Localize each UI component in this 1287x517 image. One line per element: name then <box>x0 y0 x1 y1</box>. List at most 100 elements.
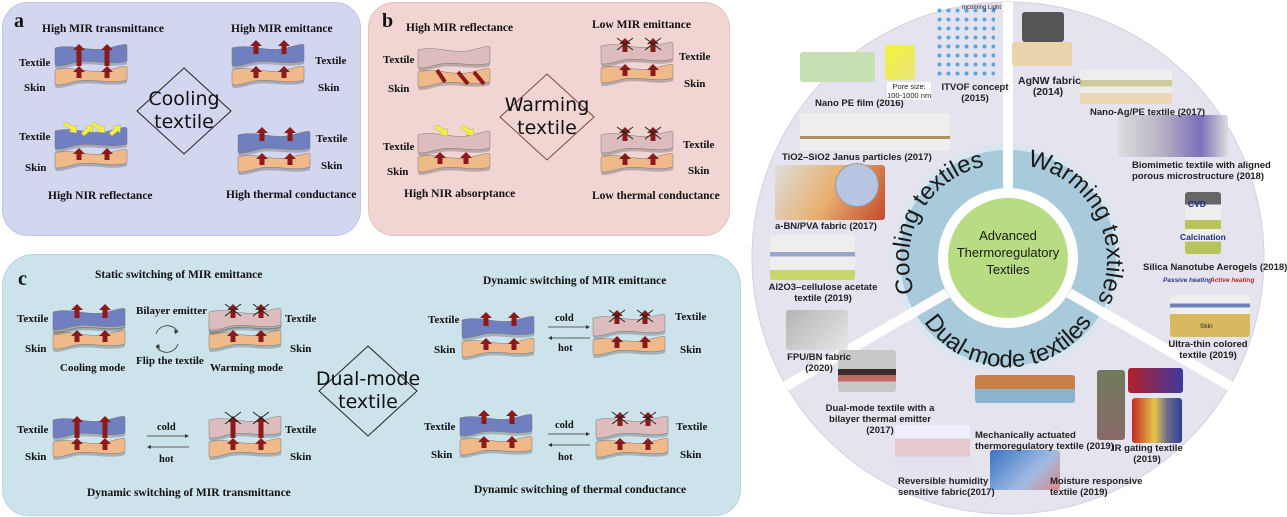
janus-particles-thumbnail <box>800 113 950 151</box>
item-year: (2019) <box>1133 454 1161 465</box>
hot-arrowhead <box>548 443 552 447</box>
title-line: textile <box>154 111 214 133</box>
textile-label: Textile <box>19 131 51 143</box>
hot-label: hot <box>558 452 573 463</box>
divider-right <box>1066 288 1233 391</box>
item-name: FPU/BN fabric <box>787 352 851 363</box>
fpu-bn-thumbnail <box>786 310 848 350</box>
cold-arrowhead <box>586 325 590 329</box>
cold-label: cold <box>157 422 176 433</box>
biomimetic-label: Biomimetic textile with aligned porous m… <box>1132 160 1271 182</box>
cold-label: cold <box>555 420 574 431</box>
blocked-cross <box>252 411 270 425</box>
heat-arrow-lower <box>256 153 268 165</box>
reflected-heat-arrow <box>472 70 486 86</box>
pore-size-note: Pore size: 100-1000 nm <box>887 82 932 100</box>
heat-arrow-through <box>73 44 85 66</box>
heat-arrow-lower <box>647 64 659 76</box>
caption-high-mir-transmittance: High MIR transmittance <box>42 23 165 35</box>
skin-label: Skin <box>318 82 340 94</box>
heat-arrow-lower <box>71 438 83 450</box>
reflected-heat-arrow <box>456 70 470 86</box>
mechanical-textile-thumbnail <box>975 375 1075 403</box>
panel-a-cooling <box>2 2 361 236</box>
center-title-line: Thermoregulatory <box>957 245 1060 260</box>
itvof-thumbnail <box>935 6 995 76</box>
bilayer-emitter-label: Bilayer emitter <box>136 305 207 317</box>
heat-arrow-through <box>99 416 111 438</box>
humidity-fabric-thumbnail <box>895 425 970 470</box>
skin-label: Skin <box>680 449 702 461</box>
title-line: textile <box>517 117 577 139</box>
warming-textile-title: Warming textile <box>495 94 599 140</box>
heat-arrow-through <box>255 416 267 438</box>
heat-arrow-lower <box>434 152 446 164</box>
mechanical-textile-label: Mechanically actuated thermoregulatory t… <box>975 430 1114 452</box>
textile-layer <box>417 46 491 69</box>
panel-b-warming <box>368 2 730 236</box>
item-year: (2014) <box>1032 86 1064 98</box>
blocked-cross <box>616 37 634 51</box>
blocked-cross <box>611 411 629 425</box>
heat-arrow-through <box>101 44 113 66</box>
cooling-diamond <box>136 67 232 155</box>
item-year: thermoregulatory textile (2019) <box>975 441 1114 452</box>
item-year: textile (2019) <box>794 293 852 304</box>
textile-label: Textile <box>676 421 708 433</box>
heat-arrow-lower <box>250 66 262 78</box>
caption-dyn-transmittance: Dynamic switching of MIR transmittance <box>87 487 291 499</box>
passive-heating-note: Passive heating <box>1163 277 1213 284</box>
hot-label: hot <box>159 454 174 465</box>
reflected-heat-arrow <box>435 68 447 84</box>
skin-label: Skin <box>290 343 312 355</box>
blocked-cross <box>644 126 662 140</box>
heat-arrow-upper <box>480 312 492 326</box>
item-year: textile (2019) <box>1050 487 1108 498</box>
itvof-label: ITVOF concept (2015) <box>935 82 1015 104</box>
panel-a-label: a <box>14 10 24 32</box>
heat-arrow-lower <box>639 336 651 348</box>
al2o3-label: Al2O3–cellulose acetate textile (2019) <box>768 282 878 304</box>
panel-b-label: b <box>382 10 394 32</box>
warming-diamond <box>499 73 595 161</box>
panel-c-label: c <box>18 268 27 290</box>
heat-arrow-lower <box>506 436 518 448</box>
caption-dyn-emittance: Dynamic switching of MIR emittance <box>483 275 667 287</box>
warming-mode-label: Warming mode <box>210 362 284 374</box>
heat-arrow-upper <box>256 127 268 141</box>
heat-arrow-lower <box>619 64 631 76</box>
agnw-label: AgNW fabric (2014) <box>1018 76 1081 98</box>
item-year: (2020) <box>805 363 833 374</box>
blocked-cross <box>252 303 270 317</box>
nir-reflected-arrow <box>108 124 122 137</box>
flip-textile-label: Flip the textile <box>136 355 204 367</box>
heat-arrow-lower <box>227 438 239 450</box>
nano-pe-thumbnail <box>800 52 875 82</box>
nano-ag-pe-label: Nano-Ag/PE textile (2017) <box>1090 107 1206 118</box>
heat-arrow-lower <box>255 438 267 450</box>
heat-arrow-lower <box>647 153 659 165</box>
skin-layer <box>417 153 491 173</box>
nano-pe-label: Nano PE film (2016) <box>815 98 904 109</box>
skin-label: Skin <box>25 162 47 174</box>
humidity-fabric-label: Reversible humidity sensitive fabric(201… <box>898 476 995 498</box>
skin-label: Skin <box>25 343 47 355</box>
cooling-textile-title: Cooling textile <box>136 88 232 134</box>
caption-dyn-conductance: Dynamic switching of thermal conductance <box>474 484 687 496</box>
textile-label: Textile <box>19 57 51 69</box>
fpu-bn-label: FPU/BN fabric (2020) <box>786 352 852 374</box>
textile-label: Textile <box>316 133 348 145</box>
skin-label: Skin <box>434 344 456 356</box>
item-name: Moisture responsive <box>1050 476 1143 487</box>
textile-label: Textile <box>683 139 715 151</box>
nir-reflected-arrow <box>80 124 94 137</box>
ir-gating-fiber-thumbnail <box>1128 368 1183 393</box>
nano-ag-pe-thumbnail <box>1080 70 1172 104</box>
heat-arrow-lower <box>255 330 267 342</box>
heat-arrow-lower <box>480 338 492 350</box>
heat-arrow-lower <box>99 330 111 342</box>
heat-arrow-lower <box>284 153 296 165</box>
nano-pe-light-thumbnail <box>885 45 915 80</box>
fabric-illustrations <box>52 37 674 461</box>
heat-arrow-lower <box>101 148 113 160</box>
